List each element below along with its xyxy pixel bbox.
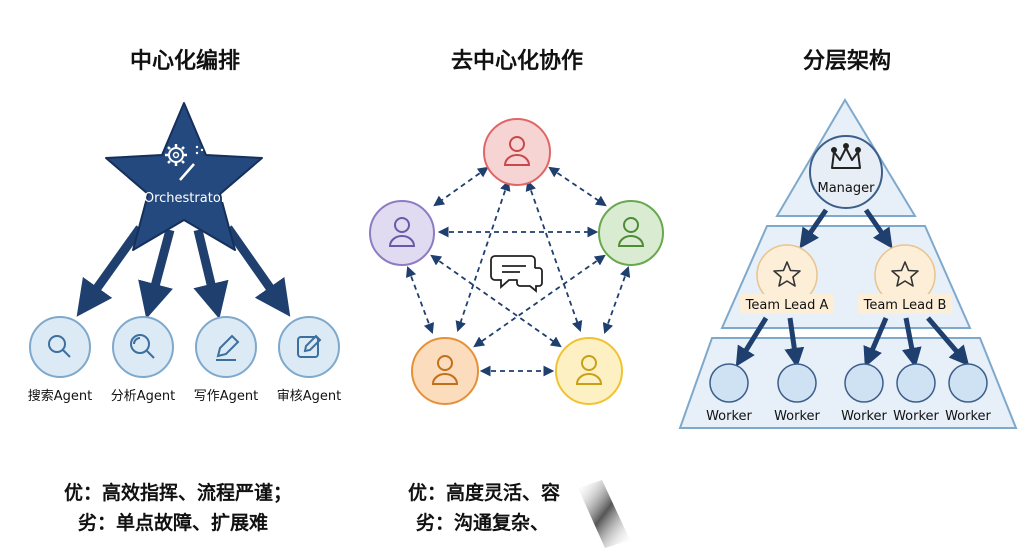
worker-label: Worker bbox=[706, 409, 752, 424]
orchestrator-label: Orchestrator bbox=[144, 191, 227, 206]
star-icon bbox=[891, 261, 919, 287]
team-lead-a-label-bg bbox=[740, 294, 834, 314]
chat-bubbles-icon bbox=[490, 255, 543, 293]
peer-connections bbox=[405, 166, 631, 377]
worker-node: Worker bbox=[945, 363, 992, 424]
decentralized-pros-cons: 优：高度灵活、容 劣：沟通复杂、 bbox=[408, 478, 560, 538]
arrow-to-writing bbox=[193, 228, 229, 320]
agent-writing: 写作Agent bbox=[194, 316, 258, 404]
worker-label: Worker bbox=[841, 409, 887, 424]
smudge-mark bbox=[578, 480, 630, 548]
peer-node-orange bbox=[411, 337, 479, 405]
pen-icon bbox=[216, 334, 240, 361]
team-lead-b-label-bg bbox=[858, 294, 952, 314]
decentralized-column: 去中心化协作 bbox=[369, 48, 664, 405]
search-icon bbox=[48, 335, 71, 358]
orchestrator-node: Orchestrator bbox=[105, 102, 263, 251]
arrow-to-review bbox=[224, 225, 291, 317]
hierarchical-title: 分层架构 bbox=[803, 48, 891, 74]
worker-label: Worker bbox=[774, 409, 820, 424]
arrow-to-analysis bbox=[138, 228, 175, 319]
decentralized-cons: 劣：沟通复杂、 bbox=[416, 512, 550, 534]
centralized-cons: 劣：单点故障、扩展难 bbox=[78, 512, 269, 534]
peer-node-red bbox=[483, 118, 551, 186]
orchestrator-arrows bbox=[76, 225, 291, 320]
team-lead-a-node: Team Lead A bbox=[740, 244, 834, 314]
user-icon bbox=[617, 217, 645, 247]
user-icon bbox=[431, 355, 459, 385]
user-icon bbox=[503, 136, 531, 166]
edit-square-icon bbox=[297, 334, 322, 358]
star-icon bbox=[773, 261, 801, 287]
centralized-pros: 优：高效指挥、流程严谨； bbox=[64, 482, 293, 504]
centralized-title: 中心化编排 bbox=[130, 48, 240, 74]
agent-label: 分析Agent bbox=[111, 389, 175, 404]
agent-label: 写作Agent bbox=[194, 389, 258, 404]
worker-node: Worker bbox=[893, 363, 940, 424]
peer-node-green bbox=[598, 200, 664, 266]
team-lead-b-node: Team Lead B bbox=[858, 244, 952, 314]
analysis-magnifier-icon bbox=[130, 334, 155, 359]
manager-node: Manager bbox=[809, 135, 883, 209]
peer-node-purple bbox=[369, 200, 435, 266]
agent-analysis: 分析Agent bbox=[111, 316, 175, 404]
manager-label: Manager bbox=[818, 181, 876, 196]
worker-node: Worker bbox=[841, 363, 888, 424]
crown-icon bbox=[831, 143, 861, 169]
worker-label: Worker bbox=[945, 409, 991, 424]
decentralized-title: 去中心化协作 bbox=[451, 48, 583, 74]
arrow-to-search bbox=[76, 225, 144, 317]
gear-icon bbox=[165, 144, 187, 166]
agent-review: 审核Agent bbox=[277, 316, 341, 404]
worker-label: Worker bbox=[893, 409, 939, 424]
agent-label: 搜索Agent bbox=[28, 389, 92, 404]
centralized-column: 中心化编排 bbox=[28, 48, 341, 404]
team-lead-a-label: Team Lead A bbox=[745, 298, 829, 313]
worker-node: Worker bbox=[706, 363, 753, 424]
user-icon bbox=[575, 355, 603, 385]
centralized-pros-cons: 优：高效指挥、流程严谨； 劣：单点故障、扩展难 bbox=[64, 478, 292, 538]
decentralized-pros: 优：高度灵活、容 bbox=[408, 482, 561, 504]
peer-node-yellow bbox=[555, 337, 623, 405]
hierarchical-column: 分层架构 Manager bbox=[678, 48, 1018, 429]
agent-label: 审核Agent bbox=[277, 389, 341, 404]
team-lead-b-label: Team Lead B bbox=[863, 298, 947, 313]
agent-search: 搜索Agent bbox=[28, 316, 92, 404]
worker-node: Worker bbox=[774, 363, 821, 424]
user-icon bbox=[388, 217, 416, 247]
lead-arrows bbox=[735, 316, 970, 368]
manager-arrows bbox=[799, 208, 893, 249]
magic-wand-icon bbox=[179, 145, 204, 181]
